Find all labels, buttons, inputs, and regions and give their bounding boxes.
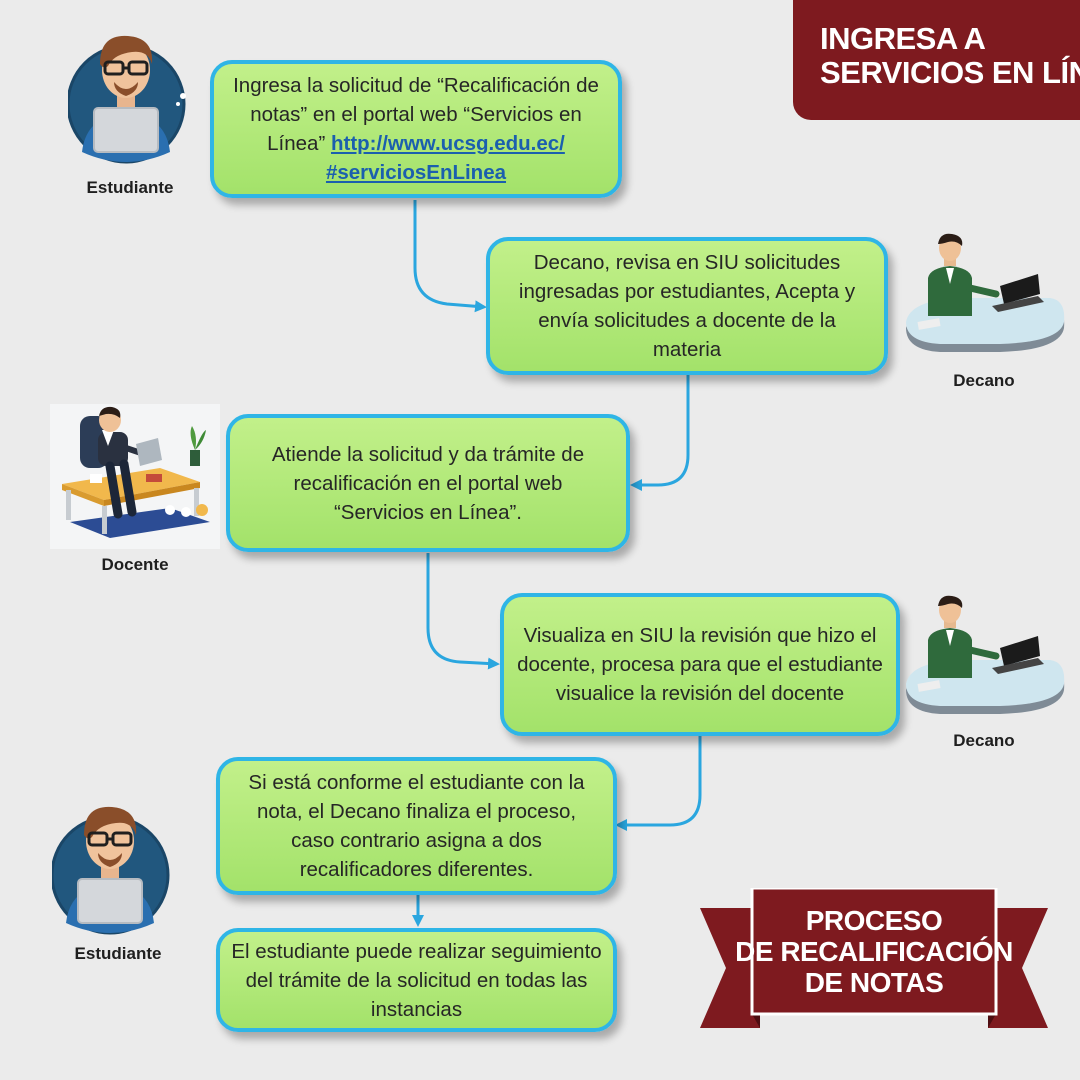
actor-label-teacher: Docente xyxy=(101,555,169,574)
step-4-box: Visualiza en SIU la revisión que hizo el… xyxy=(500,593,900,736)
connector-4-5 xyxy=(615,736,702,831)
actor-label-student-1: Estudiante xyxy=(86,178,174,197)
step-2-text: Decano, revisa en SIU solicitudes ingres… xyxy=(518,251,856,361)
step-6-box: El estudiante puede realizar seguimiento… xyxy=(216,928,617,1032)
services-banner-line-1: INGRESA A xyxy=(820,21,986,56)
process-ribbon: PROCESO DE RECALIFICACIÓN DE NOTAS xyxy=(700,888,1048,1030)
step-2-box: Decano, revisa en SIU solicitudes ingres… xyxy=(486,237,888,375)
services-banner-line-2: SERVICIOS EN LÍNEA xyxy=(820,55,1080,90)
step-3-text: Atiende la solicitud y da trámite de rec… xyxy=(271,442,585,524)
step-5-text: Si está conforme el estudiante con la no… xyxy=(248,771,585,881)
step-1-text: Ingresa la solicitud de “Recalificación … xyxy=(233,74,599,155)
process-ribbon-line-3: DE NOTAS xyxy=(804,966,944,998)
portal-link[interactable]: http://www.ucsg.edu.ec/#serviciosEnLinea xyxy=(325,132,565,184)
step-1-box: Ingresa la solicitud de “Recalificación … xyxy=(210,60,622,198)
step-4-text: Visualiza en SIU la revisión que hizo el… xyxy=(517,624,883,705)
services-banner: INGRESA A SERVICIOS EN LÍNEA xyxy=(793,0,1080,120)
ribbon-shape xyxy=(700,888,1048,1028)
step-5-box: Si está conforme el estudiante con la no… xyxy=(216,757,617,895)
student-avatar-icon-2 xyxy=(52,806,170,935)
step-6-text: El estudiante puede realizar seguimiento… xyxy=(231,939,602,1021)
connector-2-3 xyxy=(630,375,690,491)
actor-label-dean-1: Decano xyxy=(953,371,1015,390)
student-avatar-icon xyxy=(68,35,186,164)
step-3-box: Atiende la solicitud y da trámite de rec… xyxy=(226,414,630,552)
dean-desk-icon-2 xyxy=(906,595,1065,714)
connector-1-2 xyxy=(413,200,487,313)
teacher-desk-icon xyxy=(62,406,210,538)
process-ribbon-text: PROCESO DE RECALIFICACIÓN DE NOTAS xyxy=(735,888,1013,1014)
actor-label-dean-2: Decano xyxy=(953,731,1015,750)
process-ribbon-line-1: PROCESO xyxy=(805,904,943,936)
actor-label-student-2: Estudiante xyxy=(74,944,162,963)
dean-desk-icon xyxy=(906,233,1065,352)
process-ribbon-line-2: DE RECALIFICACIÓN xyxy=(735,935,1013,967)
connector-3-4 xyxy=(426,553,500,670)
